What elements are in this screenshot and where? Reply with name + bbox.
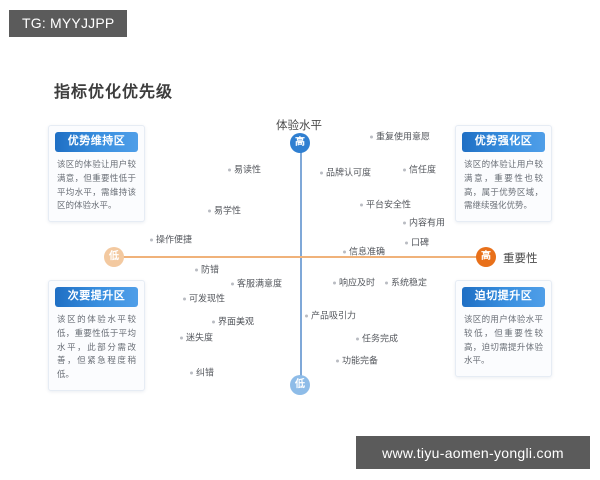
scatter-point-dot-icon — [333, 281, 336, 285]
scatter-point-dot-icon — [305, 314, 308, 318]
scatter-point-dot-icon — [208, 209, 211, 213]
scatter-point-label: 操作便捷 — [156, 234, 193, 245]
quadrant-description: 该区的体验让用户较满意，但重要性低于平均水平，需维持该区的体验水平。 — [57, 159, 136, 211]
scatter-point: 可发现性 — [183, 293, 226, 304]
scatter-point: 信任度 — [403, 164, 437, 175]
scatter-point-label: 平台安全性 — [366, 199, 412, 210]
scatter-point: 防错 — [195, 264, 220, 275]
scatter-point-dot-icon — [195, 268, 198, 272]
vertical-axis — [300, 143, 302, 386]
vertical-axis-title: 体验水平 — [276, 120, 322, 132]
scatter-point-dot-icon — [180, 336, 183, 340]
scatter-point-dot-icon — [150, 238, 153, 242]
scatter-point-dot-icon — [228, 168, 231, 172]
scatter-point: 客服满意度 — [231, 278, 283, 289]
quadrant-card-bottom-left: 次要提升区 该区的体验水平较低，重要性低于平均水平，此部分需改善，但紧急程度稍低… — [48, 280, 145, 391]
scatter-point: 信息准确 — [343, 246, 386, 257]
quadrant-title: 优势维持区 — [55, 132, 138, 152]
scatter-point-label: 信任度 — [409, 164, 437, 175]
scatter-point-label: 口碑 — [411, 237, 430, 248]
scatter-point-dot-icon — [403, 168, 406, 172]
scatter-point-label: 内容有用 — [409, 217, 446, 228]
scatter-point-label: 重复使用意愿 — [376, 131, 431, 142]
scatter-point: 产品吸引力 — [305, 310, 357, 321]
scatter-point: 响应及时 — [333, 277, 376, 288]
scatter-point-dot-icon — [385, 281, 388, 285]
scatter-point-label: 易读性 — [234, 164, 262, 175]
scatter-point-dot-icon — [405, 241, 408, 245]
quadrant-description: 该区的体验让用户较满意，重要性也较高，属于优势区域，需继续强化优势。 — [464, 159, 543, 211]
scatter-point: 内容有用 — [403, 217, 446, 228]
scatter-point: 操作便捷 — [150, 234, 193, 245]
quadrant-chart: 体验水平 重要性 高 低 高 低 优势维持区 该区的体验让用户较满意，但重要性低… — [0, 105, 600, 405]
scatter-point-label: 迷失度 — [186, 332, 214, 343]
quadrant-card-top-right: 优势强化区 该区的体验让用户较满意，重要性也较高，属于优势区域，需继续强化优势。 — [455, 125, 552, 223]
scatter-point-label: 客服满意度 — [237, 278, 283, 289]
scatter-point-dot-icon — [356, 337, 359, 341]
quadrant-title: 优势强化区 — [462, 132, 545, 152]
scatter-point: 纠错 — [190, 367, 215, 378]
quadrant-description: 该区的体验水平较低，重要性低于平均水平，此部分需改善，但紧急程度稍低。 — [57, 314, 136, 380]
scatter-point-label: 任务完成 — [362, 333, 399, 344]
scatter-point-dot-icon — [336, 359, 339, 363]
scatter-point-dot-icon — [212, 320, 215, 324]
scatter-point: 易学性 — [208, 205, 242, 216]
scatter-point-label: 易学性 — [214, 205, 242, 216]
page-title: 指标优化优先级 — [54, 84, 174, 101]
scatter-point-dot-icon — [403, 221, 406, 225]
scatter-point: 功能完备 — [336, 355, 379, 366]
scatter-point-dot-icon — [183, 297, 186, 301]
scatter-point-label: 可发现性 — [189, 293, 226, 304]
quadrant-title: 次要提升区 — [55, 287, 138, 307]
scatter-point: 易读性 — [228, 164, 262, 175]
quadrant-card-bottom-right: 迫切提升区 该区的用户体验水平较低，但重要性较高，迫切需提升体验水平。 — [455, 280, 552, 378]
scatter-point: 任务完成 — [356, 333, 399, 344]
scatter-point-label: 响应及时 — [339, 277, 376, 288]
quadrant-card-top-left: 优势维持区 该区的体验让用户较满意，但重要性低于平均水平，需维持该区的体验水平。 — [48, 125, 145, 223]
scatter-point-label: 产品吸引力 — [311, 310, 357, 321]
quadrant-title: 迫切提升区 — [462, 287, 545, 307]
scatter-point-dot-icon — [370, 135, 373, 139]
scatter-point: 界面美观 — [212, 316, 255, 327]
scatter-point: 迷失度 — [180, 332, 214, 343]
scatter-point-dot-icon — [190, 371, 193, 375]
axis-cap-experience-low: 低 — [290, 375, 310, 395]
scatter-point-label: 信息准确 — [349, 246, 386, 257]
scatter-point-label: 品牌认可度 — [326, 167, 372, 178]
scatter-point: 平台安全性 — [360, 199, 412, 210]
scatter-point-label: 系统稳定 — [391, 277, 428, 288]
axis-cap-experience-high: 高 — [290, 133, 310, 153]
scatter-point: 口碑 — [405, 237, 430, 248]
horizontal-axis — [110, 256, 485, 258]
axis-cap-importance-low: 低 — [104, 247, 124, 267]
scatter-point: 系统稳定 — [385, 277, 428, 288]
axis-cap-importance-high: 高 — [476, 247, 496, 267]
quadrant-description: 该区的用户体验水平较低，但重要性较高，迫切需提升体验水平。 — [464, 314, 543, 366]
scatter-point-dot-icon — [360, 203, 363, 207]
scatter-point-label: 防错 — [201, 264, 220, 275]
scatter-point-dot-icon — [320, 171, 323, 175]
horizontal-axis-title: 重要性 — [503, 253, 538, 265]
tg-watermark-badge: TG: MYYJJPP — [9, 10, 128, 37]
site-watermark: www.tiyu-aomen-yongli.com — [356, 436, 590, 469]
scatter-point: 重复使用意愿 — [370, 131, 431, 142]
scatter-point-label: 功能完备 — [342, 355, 379, 366]
scatter-point-label: 界面美观 — [218, 316, 255, 327]
scatter-point-label: 纠错 — [196, 367, 215, 378]
scatter-point: 品牌认可度 — [320, 167, 372, 178]
scatter-point-dot-icon — [231, 282, 234, 286]
scatter-point-dot-icon — [343, 250, 346, 254]
